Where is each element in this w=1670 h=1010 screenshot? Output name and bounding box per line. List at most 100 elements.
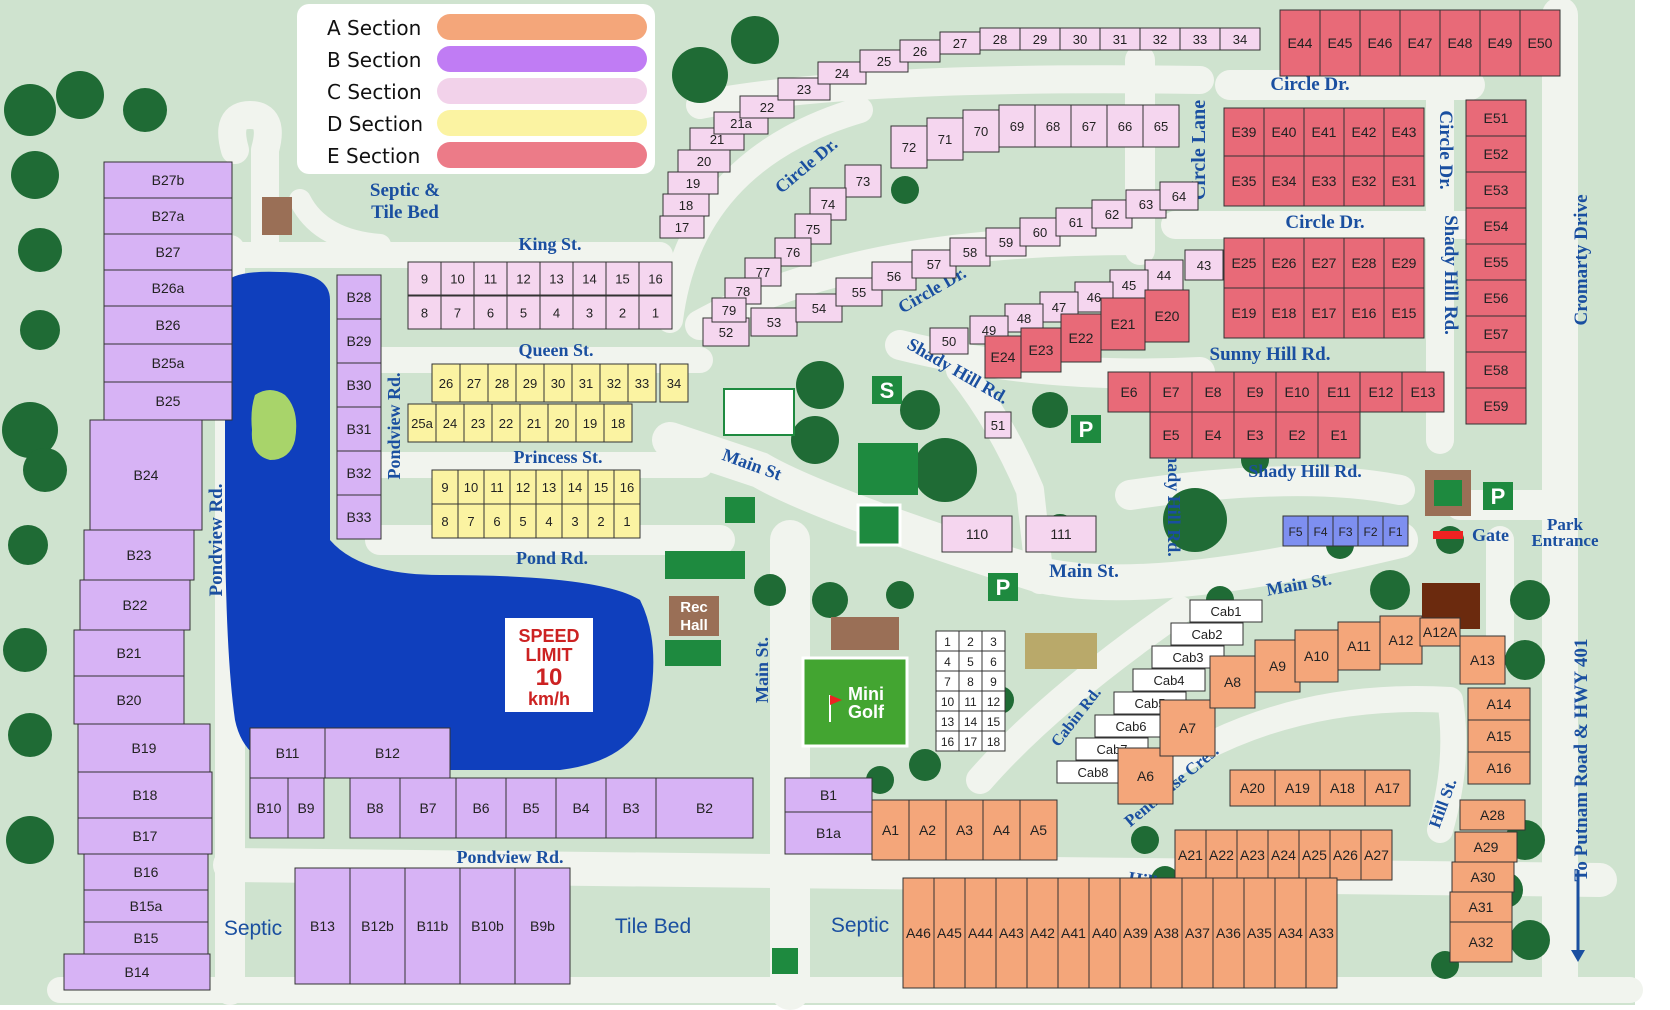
lot-E_right-5[interactable] [1465,279,1527,317]
lot-B_row-1[interactable] [324,727,451,779]
lot-B_row-4[interactable] [349,777,401,839]
lot-F-1[interactable] [1307,515,1334,547]
lot-E_small-3[interactable] [1100,297,1146,351]
lot-B_row-2[interactable] [249,777,289,839]
parking-icon-1[interactable] [1071,415,1101,443]
lot-A_mid-3[interactable] [1267,829,1300,881]
lot-A_right-0[interactable] [1467,687,1531,721]
lot-C_arc_inner-4[interactable] [871,261,917,291]
lot-E_top-1[interactable] [1319,9,1361,77]
lot-D_row4-7[interactable] [613,503,641,539]
pool-icon[interactable] [856,503,902,547]
lot-E_mid_bot-4[interactable] [1317,411,1361,459]
lot-B_left-6[interactable] [103,381,233,421]
lot-C_lower-0[interactable] [1184,249,1224,281]
lot-C_arc_top-2[interactable] [1070,104,1108,148]
lot-C_lower-7[interactable] [929,327,969,355]
lot-C_lower-8[interactable] [984,411,1012,439]
lot-C_king_top-1[interactable] [440,261,475,296]
lot-C_arc_top-4[interactable] [998,104,1036,148]
lot-E_right-8[interactable] [1465,387,1527,425]
lot-E_blk2_bot-4[interactable] [1383,287,1425,339]
lot-D_row2-2[interactable] [463,403,493,443]
lot-D_row4-0[interactable] [431,503,459,539]
lot-E_top-3[interactable] [1399,9,1441,77]
lot-E_mid_bot-1[interactable] [1191,411,1235,459]
lot-A_row1-4[interactable] [1019,799,1058,861]
lot-A_fan-7[interactable] [1419,617,1461,647]
lot-E_blk2_bot-1[interactable] [1263,287,1305,339]
lot-B_left-5[interactable] [103,343,233,383]
lot-C_arc_outer-7[interactable] [777,77,831,101]
lot-E_mid_bot-3[interactable] [1275,411,1319,459]
lot-B_mid-0[interactable] [336,274,382,320]
lot-B_row-6[interactable] [455,777,507,839]
lot-A_bottom-12[interactable] [1274,877,1307,989]
lot-D_row4-4[interactable] [535,503,563,539]
lot-E_mid_top-4[interactable] [1275,371,1319,413]
lot-D_row4-1[interactable] [457,503,485,539]
lot-B_bottom-4[interactable] [514,867,571,985]
lot-D_row3-3[interactable] [509,469,537,505]
lot-C_arc_top-0[interactable] [1142,104,1180,148]
lot-B_bottom-2[interactable] [404,867,461,985]
lot-B_left-11[interactable] [73,675,185,725]
lot-C_arc_top-5[interactable] [962,109,1000,153]
lot-E_mid_top-0[interactable] [1107,371,1151,413]
lot-C_arc_inner-12[interactable] [1159,181,1199,211]
activity-icon[interactable] [665,551,745,579]
lot-B_left-0[interactable] [103,161,233,199]
lot-E_blk2_top-2[interactable] [1303,237,1345,289]
lot-B_left-12[interactable] [77,723,211,773]
lot-111[interactable] [1025,515,1097,553]
lot-grid-17[interactable] [981,730,1006,752]
lot-E_right-6[interactable] [1465,315,1527,353]
lot-C_king_top-6[interactable] [605,261,640,296]
lot-E_mid_top-2[interactable] [1191,371,1235,413]
lot-D_row2-0[interactable] [407,403,437,443]
lot-E_mid_top-5[interactable] [1317,371,1361,413]
lot-A_right2-3[interactable] [1449,891,1513,923]
lot-F-4[interactable] [1382,515,1409,547]
lot-B_row-9[interactable] [605,777,657,839]
lot-C_arc_top-1[interactable] [1106,104,1144,148]
lot-A_bottom-13[interactable] [1305,877,1338,989]
rec-restroom-icon[interactable] [665,640,721,666]
lot-E_small-1[interactable] [1020,327,1062,373]
lot-C_circle_in-0[interactable] [844,164,882,198]
lot-A_bottom-8[interactable] [1150,877,1183,989]
lot-C_king_top-4[interactable] [539,261,574,296]
lot-C_arc_inner-10[interactable] [1091,199,1133,229]
lot-B_left-8[interactable] [83,529,195,581]
lot-A_inner-3[interactable] [1364,769,1411,807]
lot-D_row2-7[interactable] [603,403,633,443]
lot-A_fan-4[interactable] [1294,629,1339,683]
lot-D_row3-2[interactable] [483,469,511,505]
lot-A_bottom-7[interactable] [1119,877,1152,989]
lot-E_blk1_top-4[interactable] [1383,107,1425,157]
lot-C_circle_in-6[interactable] [711,297,747,323]
mini-golf[interactable] [801,656,909,748]
lot-B_left-2[interactable] [103,233,233,271]
lot-C_arc_outer-18[interactable] [1219,27,1261,51]
lot-C_arc_inner-5[interactable] [911,249,957,279]
lot-E_top-0[interactable] [1279,9,1321,77]
lot-C_arc_outer-8[interactable] [817,61,867,85]
lot-A_fan-2[interactable] [1209,655,1256,709]
lot-C_arc_outer-6[interactable] [739,95,795,119]
lot-A_right2-1[interactable] [1454,831,1518,863]
lot-D_row3-6[interactable] [587,469,615,505]
lot-D_row2-1[interactable] [435,403,465,443]
lot-D_row4-2[interactable] [483,503,511,539]
lot-A_row1-0[interactable] [871,799,910,861]
lot-A_fan-8[interactable] [1459,635,1506,685]
lot-B_left-10[interactable] [73,629,185,677]
lot-E_top-2[interactable] [1359,9,1401,77]
lot-A_right-2[interactable] [1467,751,1531,785]
lot-C_king_bot-0[interactable] [407,295,442,330]
lot-E_right-3[interactable] [1465,207,1527,245]
playground-icon[interactable] [1025,633,1097,669]
lot-A_mid-2[interactable] [1236,829,1269,881]
lot-A_row1-2[interactable] [945,799,984,861]
lot-A_inner-2[interactable] [1319,769,1366,807]
